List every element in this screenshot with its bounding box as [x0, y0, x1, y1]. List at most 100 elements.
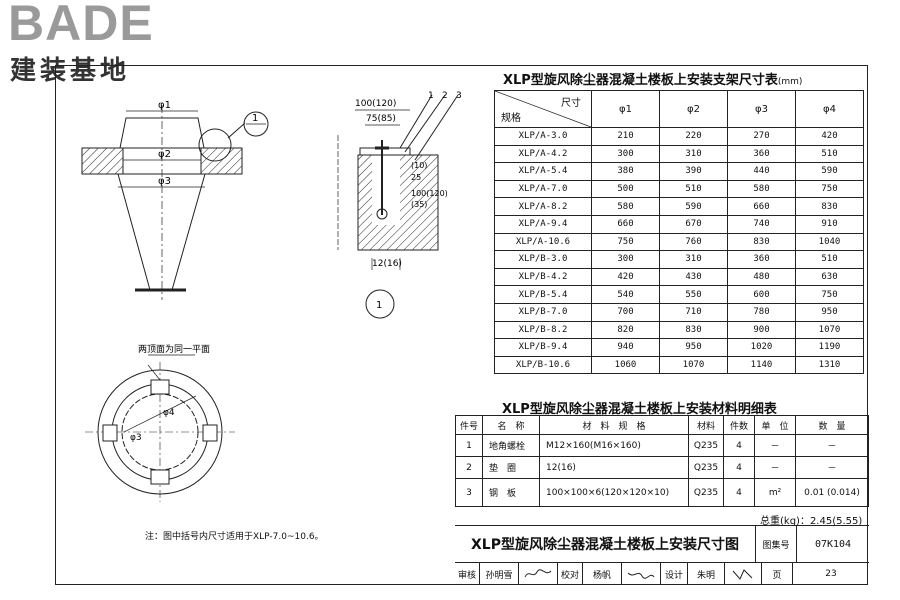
dimension-cell: 270: [727, 127, 796, 146]
material-cell: Q235: [688, 456, 724, 479]
tb-cell-6: 设计: [661, 563, 688, 585]
part-label-2: 2: [442, 91, 448, 101]
material-cell: －: [754, 456, 796, 479]
part-label-1: 1: [428, 91, 434, 101]
dimension-cell: 1060: [591, 355, 660, 375]
label-phi4: φ4: [163, 408, 175, 418]
material-table-title: XLP型旋风除尘器混凝土楼板上安装材料明细表: [502, 402, 777, 417]
dimension-cell: 510: [795, 250, 864, 269]
dimension-cell: 1140: [727, 355, 796, 375]
dimension-cell: 300: [591, 144, 660, 164]
tb-cell-7: 朱明: [688, 563, 725, 585]
dimension-cell: 440: [727, 162, 796, 181]
material-cell: 4: [723, 456, 755, 479]
dimension-cell: 750: [795, 179, 864, 199]
dimension-cell: 1040: [795, 232, 864, 252]
part-label-3: 3: [456, 91, 462, 101]
dimension-cell: 420: [795, 127, 864, 146]
model-cell: XLP/A-3.0: [494, 127, 592, 146]
dimension-cell: 670: [659, 214, 728, 234]
plan-view: [85, 354, 235, 502]
model-cell: XLP/B-7.0: [494, 302, 592, 322]
dimension-cell: 510: [659, 179, 728, 199]
material-cell: －: [795, 434, 869, 457]
logo-subtitle: 建装基地: [10, 56, 131, 86]
dimension-cell: 630: [795, 267, 864, 287]
signature-row: 审核 孙明雪 校对 杨帆 设计 朱明 页 23: [455, 563, 869, 585]
material-cell: 1: [455, 434, 483, 457]
dimension-cell: 310: [659, 250, 728, 269]
mh-0: 件号: [455, 415, 483, 435]
material-cell: －: [754, 434, 796, 457]
material-cell: m²: [754, 478, 796, 507]
dimension-cell: 750: [795, 285, 864, 304]
col-phi3: φ3: [727, 90, 796, 128]
model-cell: XLP/B-4.2: [494, 267, 592, 287]
mh-5: 单 位: [754, 415, 796, 435]
material-cell: 0.01 (0.014): [795, 478, 869, 507]
dimension-cell: 940: [591, 338, 660, 357]
model-cell: XLP/A-5.4: [494, 162, 592, 181]
dimension-cell: 900: [727, 320, 796, 340]
dim-12-16: 12(16): [372, 259, 402, 269]
tb-cell-9: 页: [762, 563, 793, 585]
model-cell: XLP/A-7.0: [494, 179, 592, 199]
dimension-cell: 300: [591, 250, 660, 269]
col-phi4: φ4: [795, 90, 864, 128]
material-cell: 垫 圈: [482, 456, 540, 479]
dimension-cell: 430: [659, 267, 728, 287]
model-cell: XLP/B-8.2: [494, 320, 592, 340]
model-cell: XLP/B-10.6: [494, 355, 592, 375]
tb-cell-5: [622, 563, 661, 585]
material-cell: 钢 板: [482, 478, 540, 507]
brand-logo: BADE 建装基地: [6, 0, 181, 86]
dimension-cell: 580: [727, 179, 796, 199]
total-weight: 总重(kg)：2.45(5.55): [760, 516, 863, 527]
material-cell: M12×160(M16×160): [539, 434, 689, 457]
detail-number: 1: [376, 300, 382, 311]
dimension-cell: 380: [591, 162, 660, 181]
model-cell: XLP/A-4.2: [494, 144, 592, 164]
dimension-cell: 700: [591, 302, 660, 322]
cyclone-elevation: [81, 105, 269, 300]
callout-number: 1: [252, 113, 258, 124]
tb-cell-8: [725, 563, 762, 585]
dim-side: 100(120): [411, 189, 448, 198]
model-cell: XLP/B-9.4: [494, 338, 592, 357]
anchor-detail: [337, 94, 459, 319]
dimension-cell: 830: [727, 232, 796, 252]
dimension-cell: 540: [591, 285, 660, 304]
model-cell: XLP/A-8.2: [494, 197, 592, 216]
dim-10: (10): [411, 161, 427, 170]
dimension-cell: 480: [727, 267, 796, 287]
dimension-cell: 550: [659, 285, 728, 304]
dimension-cell: 510: [795, 144, 864, 164]
dimension-cell: 590: [659, 197, 728, 216]
label-phi2: φ2: [158, 149, 171, 160]
dimension-cell: 600: [727, 285, 796, 304]
size-table-title: XLP型旋风除尘器混凝土楼板上安装支架尺寸表(mm): [503, 73, 803, 88]
dimension-cell: 710: [659, 302, 728, 322]
dimension-cell: 1190: [795, 338, 864, 357]
dimension-cell: 590: [795, 162, 864, 181]
title-block: XLP型旋风除尘器混凝土楼板上安装尺寸图 图集号 07K104 审核 孙明雪 校…: [455, 525, 869, 586]
material-cell: 地角螺栓: [482, 434, 540, 457]
dimension-cell: 760: [659, 232, 728, 252]
size-table-corner: 尺寸 规格: [494, 90, 592, 128]
dimension-cell: 780: [727, 302, 796, 322]
dimension-cell: 360: [727, 250, 796, 269]
dimension-cell: 1070: [659, 355, 728, 375]
